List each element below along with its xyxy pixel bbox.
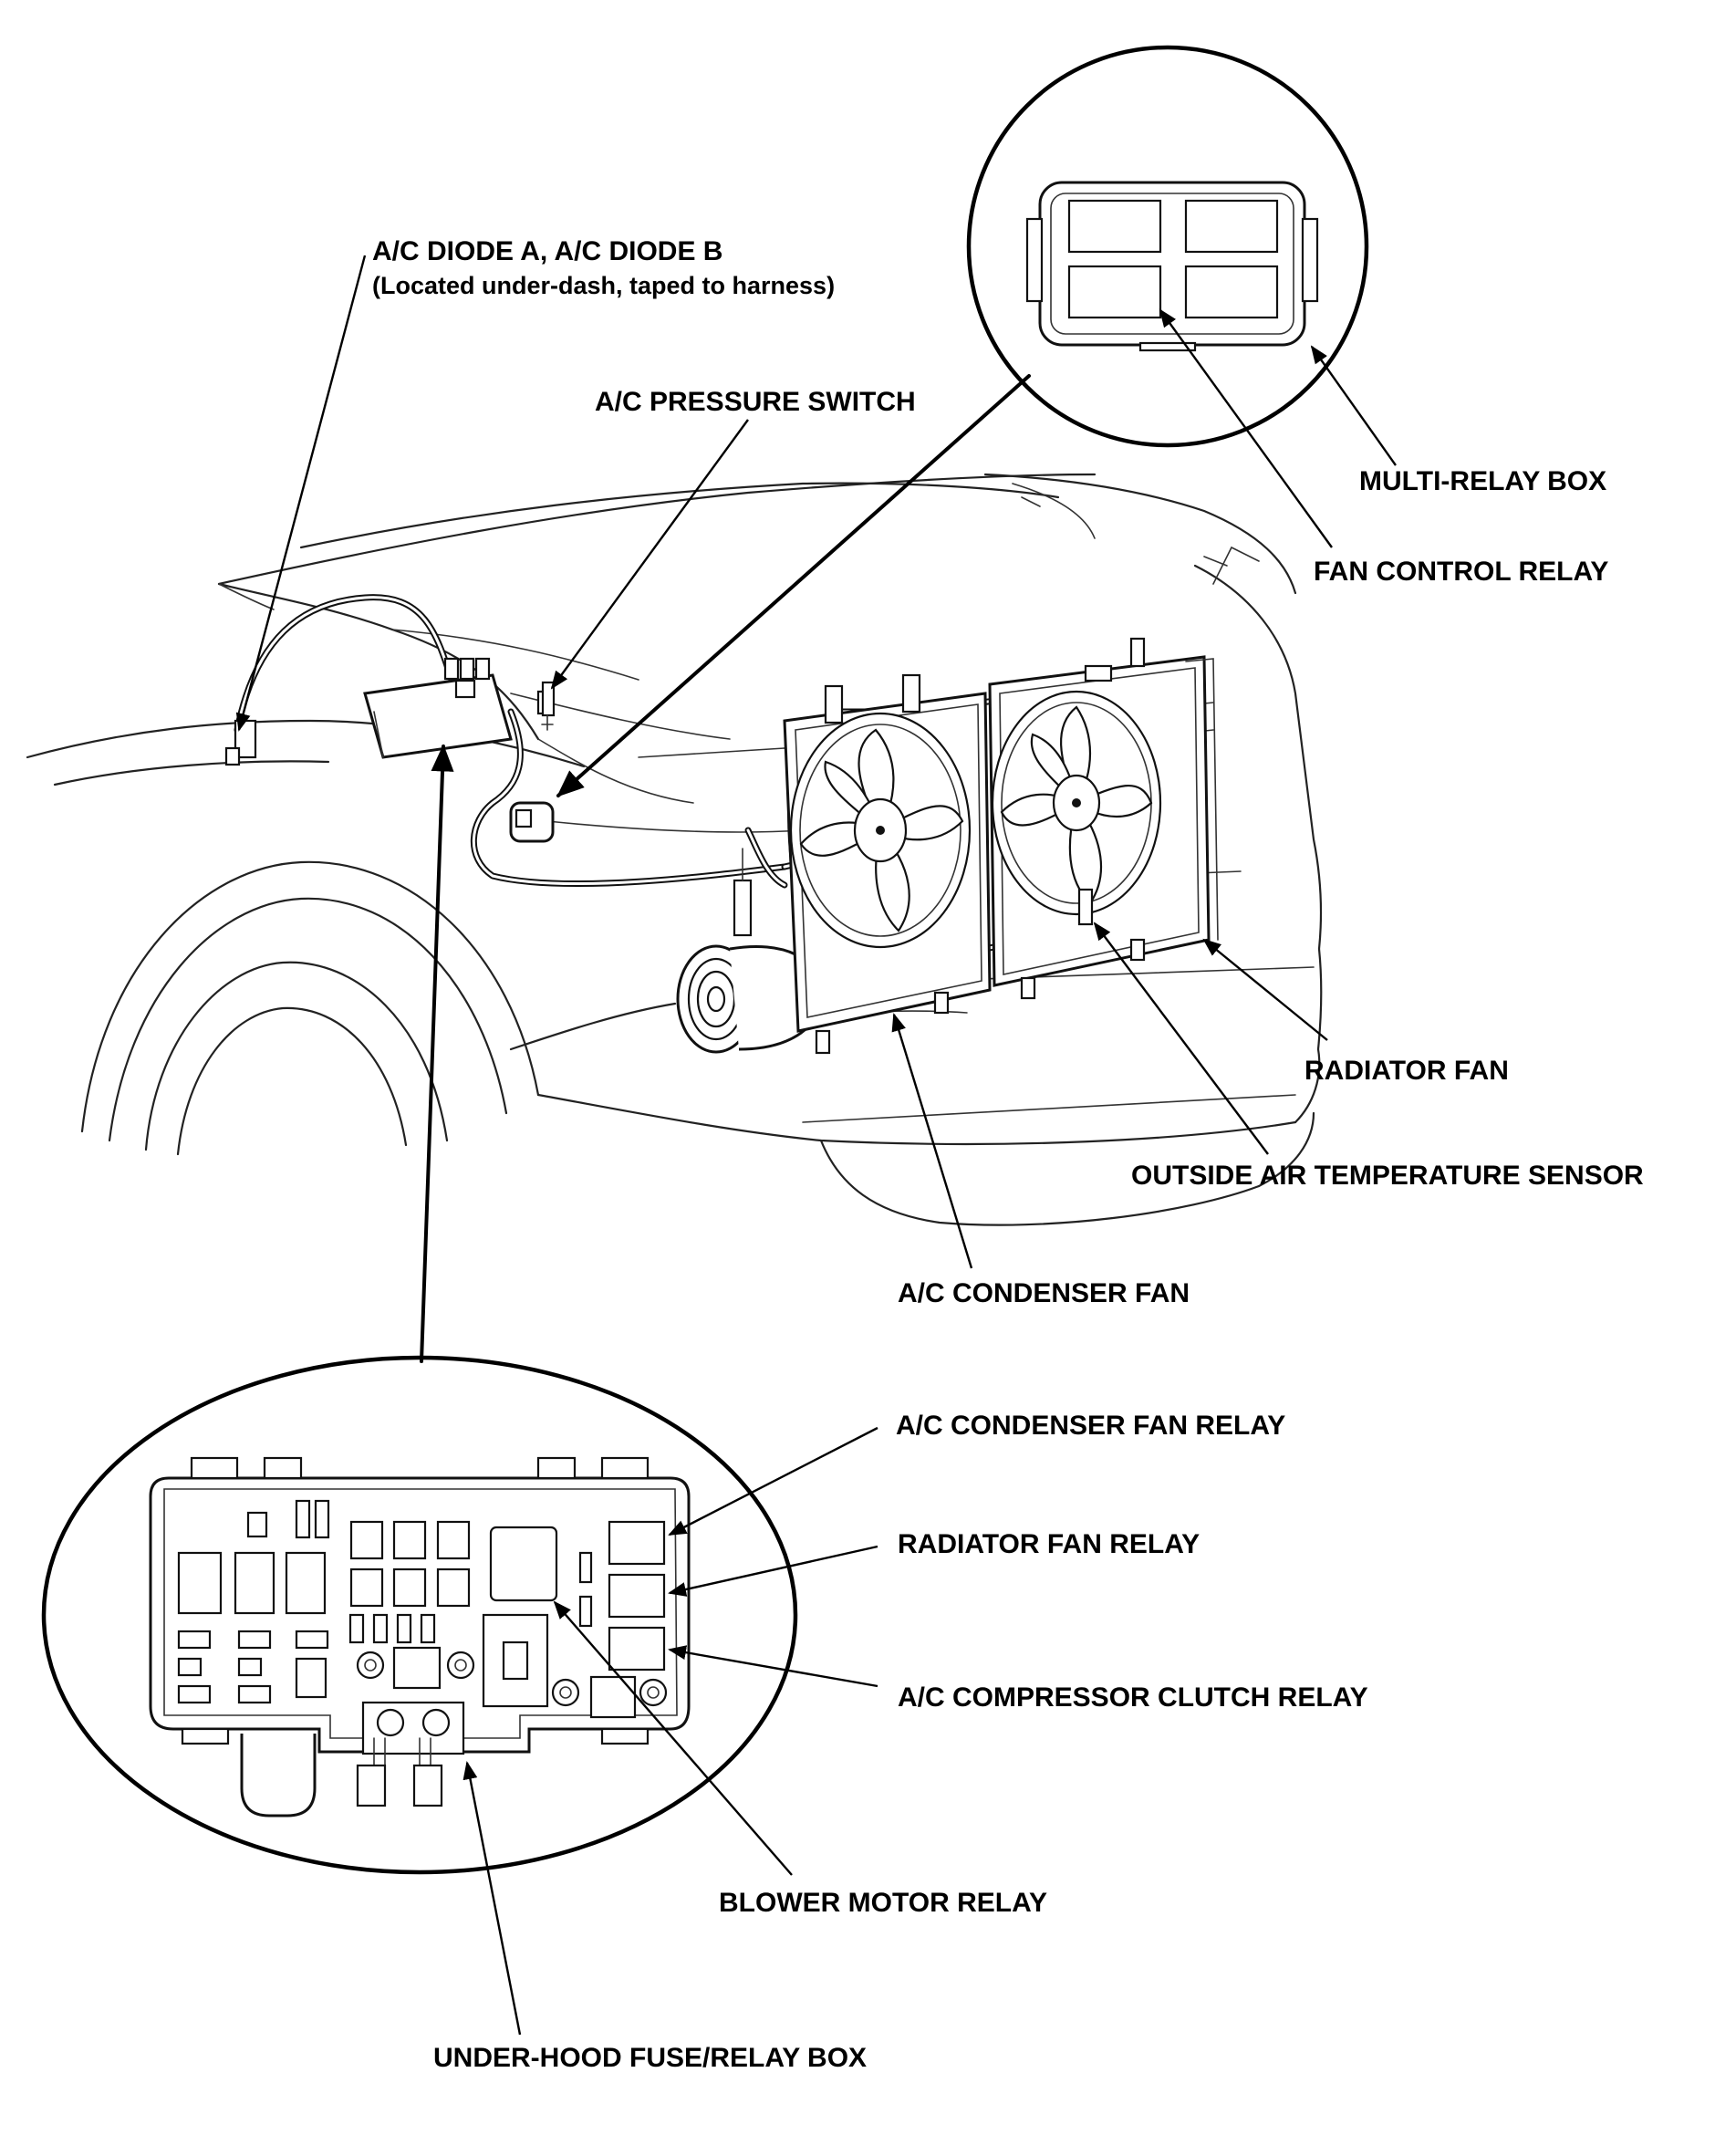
condenser-fan-assembly: [783, 673, 992, 1055]
blower-motor-relay-block: [489, 1526, 558, 1602]
label-diodes: A/C DIODE A, A/C DIODE B: [372, 236, 722, 266]
multi-relay-slot-1: [1067, 199, 1162, 254]
multi-relay-box-installed: [509, 801, 555, 843]
radiator-fan-assembly: [988, 637, 1219, 1000]
radiator-fan-relay-block: [608, 1573, 666, 1619]
leader-fuse-box-location: [420, 744, 454, 1363]
leader-radiator-fan: [1202, 938, 1328, 1041]
label-compressor-clutch-relay: A/C COMPRESSOR CLUTCH RELAY: [898, 1682, 1368, 1713]
fuse-box-installed: [363, 657, 556, 759]
compressor-clutch-relay-block: [608, 1626, 666, 1672]
leader-diodes: [235, 255, 367, 732]
label-multi-relay-box: MULTI-RELAY BOX: [1359, 466, 1606, 496]
fan-control-relay-slot: [1067, 265, 1162, 319]
label-fan-control-relay: FAN CONTROL RELAY: [1314, 557, 1608, 587]
leader-multi-relay-location: [556, 374, 1031, 797]
label-condenser-fan: A/C CONDENSER FAN: [898, 1278, 1190, 1308]
multi-relay-slot-4: [1184, 265, 1279, 319]
leader-under-hood-box: [463, 1761, 522, 2036]
leader-fan-control-relay: [1159, 308, 1333, 548]
leader-blower-motor-relay: [553, 1600, 793, 1876]
leader-multi-relay-box: [1310, 345, 1397, 466]
label-radiator-fan-relay: RADIATOR FAN RELAY: [898, 1529, 1200, 1559]
leader-radiator-fan-relay: [668, 1545, 878, 1597]
leader-condenser-fan-relay: [668, 1426, 878, 1536]
multi-relay-slot-2: [1184, 199, 1279, 254]
leader-compressor-clutch-relay: [668, 1645, 878, 1688]
label-fuse-relay-box: UNDER-HOOD FUSE/RELAY BOX: [433, 2043, 867, 2073]
callout-labels: A/C DIODE A, A/C DIODE B (Located under-…: [372, 236, 1644, 2073]
label-radiator-fan: RADIATOR FAN: [1304, 1056, 1509, 1086]
label-pressure-switch: A/C PRESSURE SWITCH: [595, 387, 916, 417]
multi-relay-box-inset: [966, 45, 1369, 448]
fuse-relay-box-inset: [41, 1355, 798, 1875]
label-diodes-note: (Located under-dash, taped to harness): [372, 272, 835, 299]
label-outside-air-temp-sensor: OUTSIDE AIR TEMPERATURE SENSOR: [1131, 1161, 1644, 1191]
leader-pressure-switch: [550, 419, 749, 690]
leader-outside-air-sensor: [1093, 922, 1269, 1155]
condenser-fan-relay-block: [608, 1520, 666, 1566]
leader-condenser-fan: [891, 1013, 973, 1269]
leader-lines: [235, 255, 1397, 2036]
label-condenser-fan-relay: A/C CONDENSER FAN RELAY: [896, 1411, 1285, 1441]
label-blower-motor-relay: BLOWER MOTOR RELAY: [719, 1888, 1047, 1918]
